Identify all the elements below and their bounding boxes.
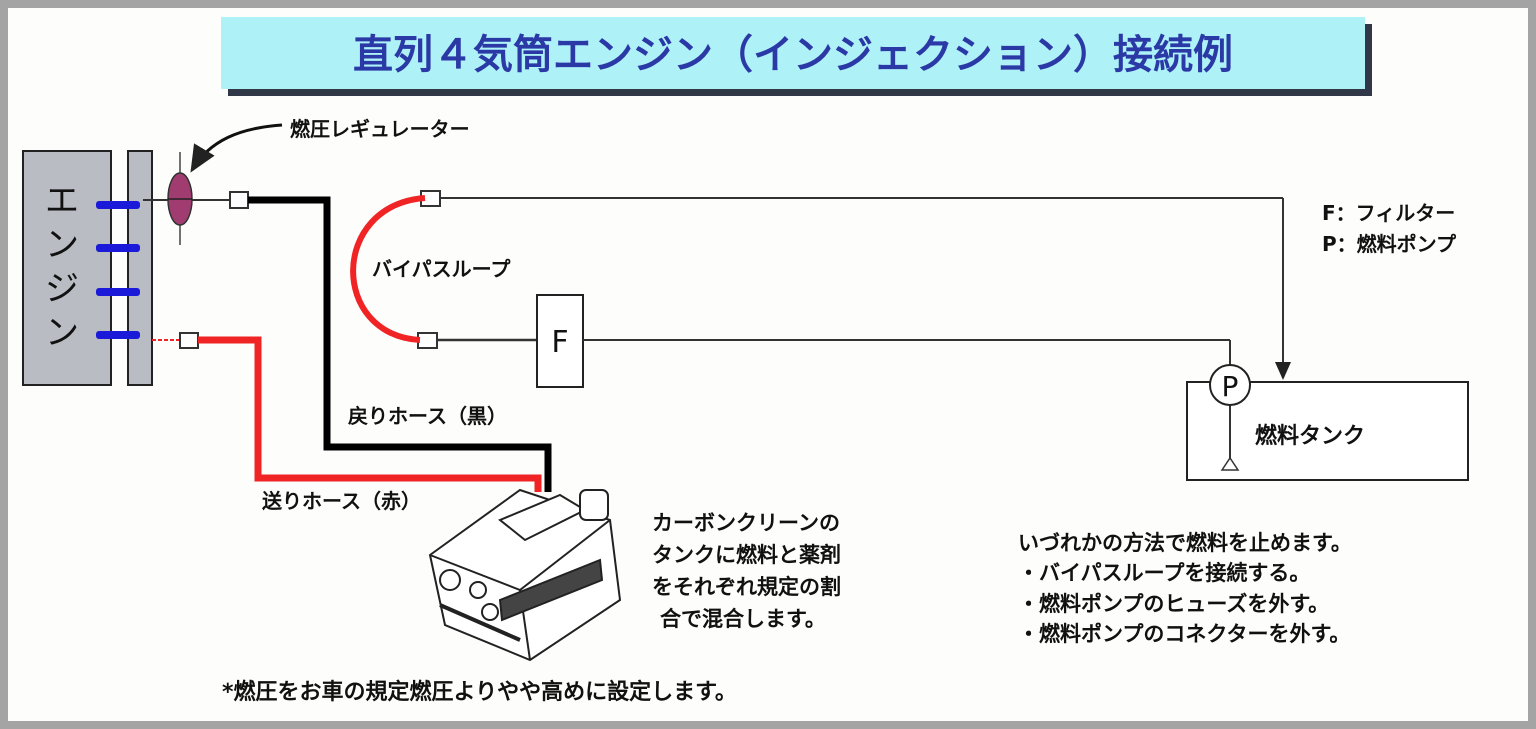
svg-text:・燃料ポンプのヒューズを外す。: ・燃料ポンプのヒューズを外す。 <box>1018 592 1329 616</box>
svg-text:いづれかの方法で燃料を止めます。: いづれかの方法で燃料を止めます。 <box>1018 531 1352 555</box>
hose-connector <box>417 332 438 349</box>
engine-block: エ ン ジ ン <box>22 150 153 386</box>
machine-note: カーボンクリーンの タンクに燃料と薬剤 をそれぞれ規定の割 合で混合します。 <box>652 511 841 631</box>
page-title: 直列４気筒エンジン（インジェクション）接続例 <box>353 32 1233 78</box>
legend-pump: P：燃料ポンプ <box>1322 232 1457 256</box>
engine-label-char: エ <box>45 181 79 221</box>
svg-text:F: F <box>551 325 568 360</box>
filter-box: F <box>536 294 584 388</box>
svg-text:P: P <box>1222 370 1239 403</box>
hose-connector <box>179 332 199 349</box>
feed-hose-label: 送りホース（赤） <box>262 489 421 513</box>
bypass-loop-label: バイパスループ <box>372 257 511 281</box>
return-hose-label: 戻りホース（黒） <box>348 404 507 428</box>
regulator-label: 燃圧レギュレーター <box>290 117 470 141</box>
title-banner: 直列４気筒エンジン（インジェクション）接続例 <box>221 17 1372 96</box>
hose-connector <box>229 191 249 209</box>
legend-filter: F：フィルター <box>1322 201 1455 225</box>
regulator-pointer-arrow <box>190 123 283 173</box>
fuel-pressure-regulator <box>143 152 230 245</box>
engine-label-char: ン <box>45 225 79 265</box>
svg-text:合で混合します。: 合で混合します。 <box>660 607 826 631</box>
injector-icon <box>96 244 140 252</box>
injector-icon <box>96 288 140 296</box>
svg-text:をそれぞれ規定の割: をそれぞれ規定の割 <box>652 575 841 599</box>
svg-text:タンクに燃料と薬剤: タンクに燃料と薬剤 <box>652 543 841 567</box>
fuel-pump: P <box>1209 364 1251 406</box>
footnote: *燃圧をお車の規定燃圧よりやや高めに設定します。 <box>222 679 737 705</box>
fuel-tank-label: 燃料タンク <box>1255 423 1365 449</box>
svg-text:・燃料ポンプのコネクターを外す。: ・燃料ポンプのコネクターを外す。 <box>1018 622 1350 646</box>
injector-icon <box>96 331 140 339</box>
stop-fuel-note: いづれかの方法で燃料を止めます。 ・バイパスループを接続する。 ・燃料ポンプのヒ… <box>1018 531 1352 646</box>
engine-label-char: ジ <box>45 269 79 309</box>
svg-text:・バイパスループを接続する。: ・バイパスループを接続する。 <box>1018 561 1310 585</box>
engine-label-char: ン <box>45 313 79 353</box>
bypass-loop-hose <box>350 195 426 343</box>
injector-icon <box>96 201 140 209</box>
svg-text:カーボンクリーンの: カーボンクリーンの <box>652 511 840 535</box>
carbon-clean-machine-icon <box>428 488 622 662</box>
return-hose-black <box>248 196 552 492</box>
feed-hose-red <box>198 336 542 492</box>
